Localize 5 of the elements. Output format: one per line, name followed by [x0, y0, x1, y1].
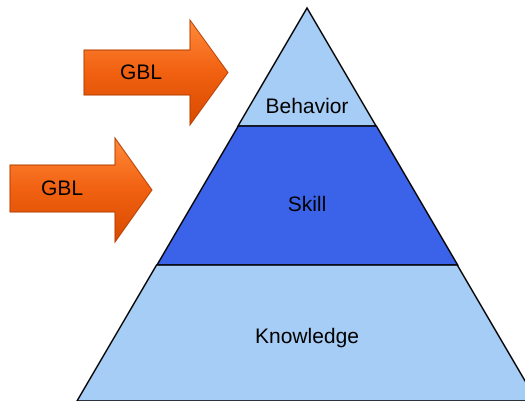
band-label: Skill: [288, 193, 326, 217]
arrow-label: GBL: [40, 176, 84, 200]
band-label: Knowledge: [255, 325, 359, 349]
band-label: Behavior: [266, 95, 348, 119]
arrow-label: GBL: [120, 60, 162, 84]
